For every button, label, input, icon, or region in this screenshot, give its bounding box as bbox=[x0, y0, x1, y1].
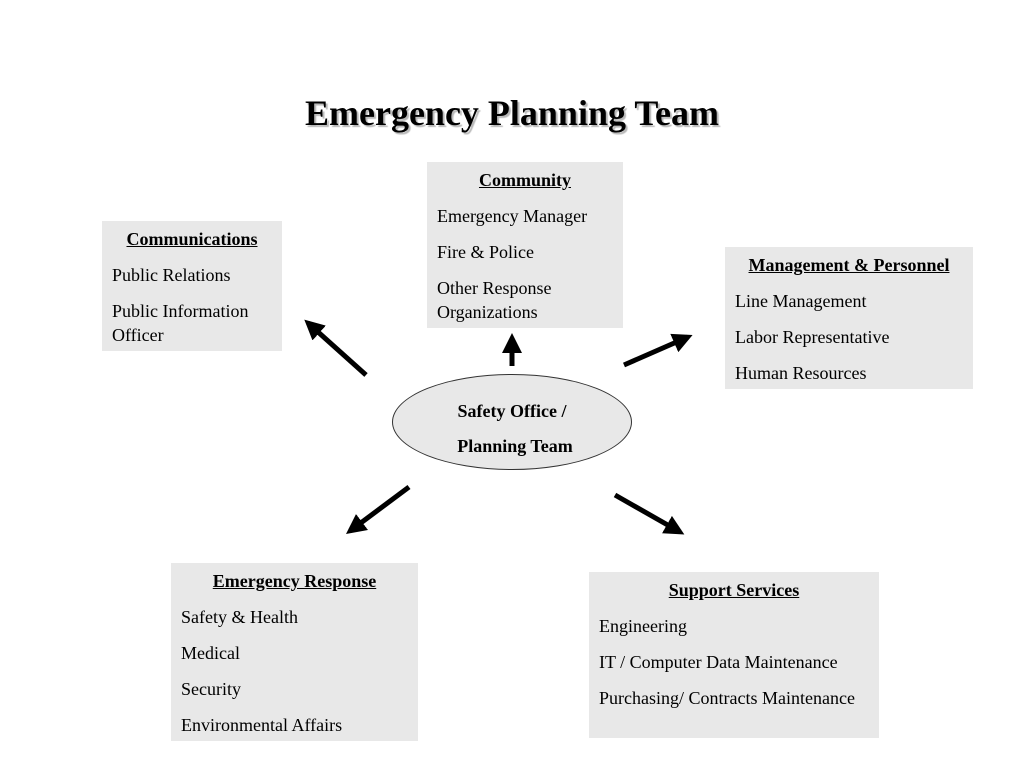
management-heading: Management & Personnel bbox=[748, 255, 950, 275]
page-title: Emergency Planning Team bbox=[304, 93, 720, 133]
emergency-response-item: Security bbox=[181, 679, 241, 699]
support-services-box: Support Services Engineering IT / Comput… bbox=[589, 572, 879, 738]
community-item: Emergency Manager bbox=[437, 206, 588, 226]
management-item: Labor Representative bbox=[735, 327, 890, 347]
community-box: Community Emergency Manager Fire & Polic… bbox=[427, 162, 623, 328]
center-label-line2: Planning Team bbox=[457, 436, 573, 456]
management-personnel-box: Management & Personnel Line Management L… bbox=[725, 247, 973, 389]
support-services-item: Engineering bbox=[599, 616, 687, 636]
community-item: Fire & Police bbox=[437, 242, 534, 262]
arrow-to-management bbox=[622, 333, 693, 368]
support-services-item: Purchasing/ Contracts Maintenance bbox=[599, 688, 855, 708]
communications-item: Public Information Officer bbox=[112, 301, 249, 345]
arrow-to-communications bbox=[304, 319, 368, 377]
emergency-response-heading: Emergency Response bbox=[212, 571, 377, 591]
communications-box: Communications Public Relations Public I… bbox=[102, 221, 282, 351]
management-item: Line Management bbox=[735, 291, 867, 311]
arrow-to-support-services bbox=[613, 492, 685, 535]
center-label-line1: Safety Office / bbox=[457, 401, 567, 421]
safety-office-node: Safety Office / Planning Team bbox=[392, 374, 632, 470]
communications-heading: Communications bbox=[126, 229, 258, 249]
emergency-response-item: Medical bbox=[181, 643, 240, 663]
support-services-item: IT / Computer Data Maintenance bbox=[599, 652, 838, 672]
emergency-response-box: Emergency Response Safety & Health Medic… bbox=[171, 563, 418, 741]
community-heading: Community bbox=[478, 170, 571, 190]
support-services-heading: Support Services bbox=[668, 580, 800, 600]
community-item: Other Response Organizations bbox=[437, 278, 552, 322]
emergency-response-item: Safety & Health bbox=[181, 607, 298, 627]
communications-item: Public Relations bbox=[112, 265, 231, 285]
management-item: Human Resources bbox=[735, 363, 867, 383]
arrow-to-emergency-response bbox=[345, 484, 411, 534]
emergency-response-item: Environmental Affairs bbox=[181, 715, 343, 735]
